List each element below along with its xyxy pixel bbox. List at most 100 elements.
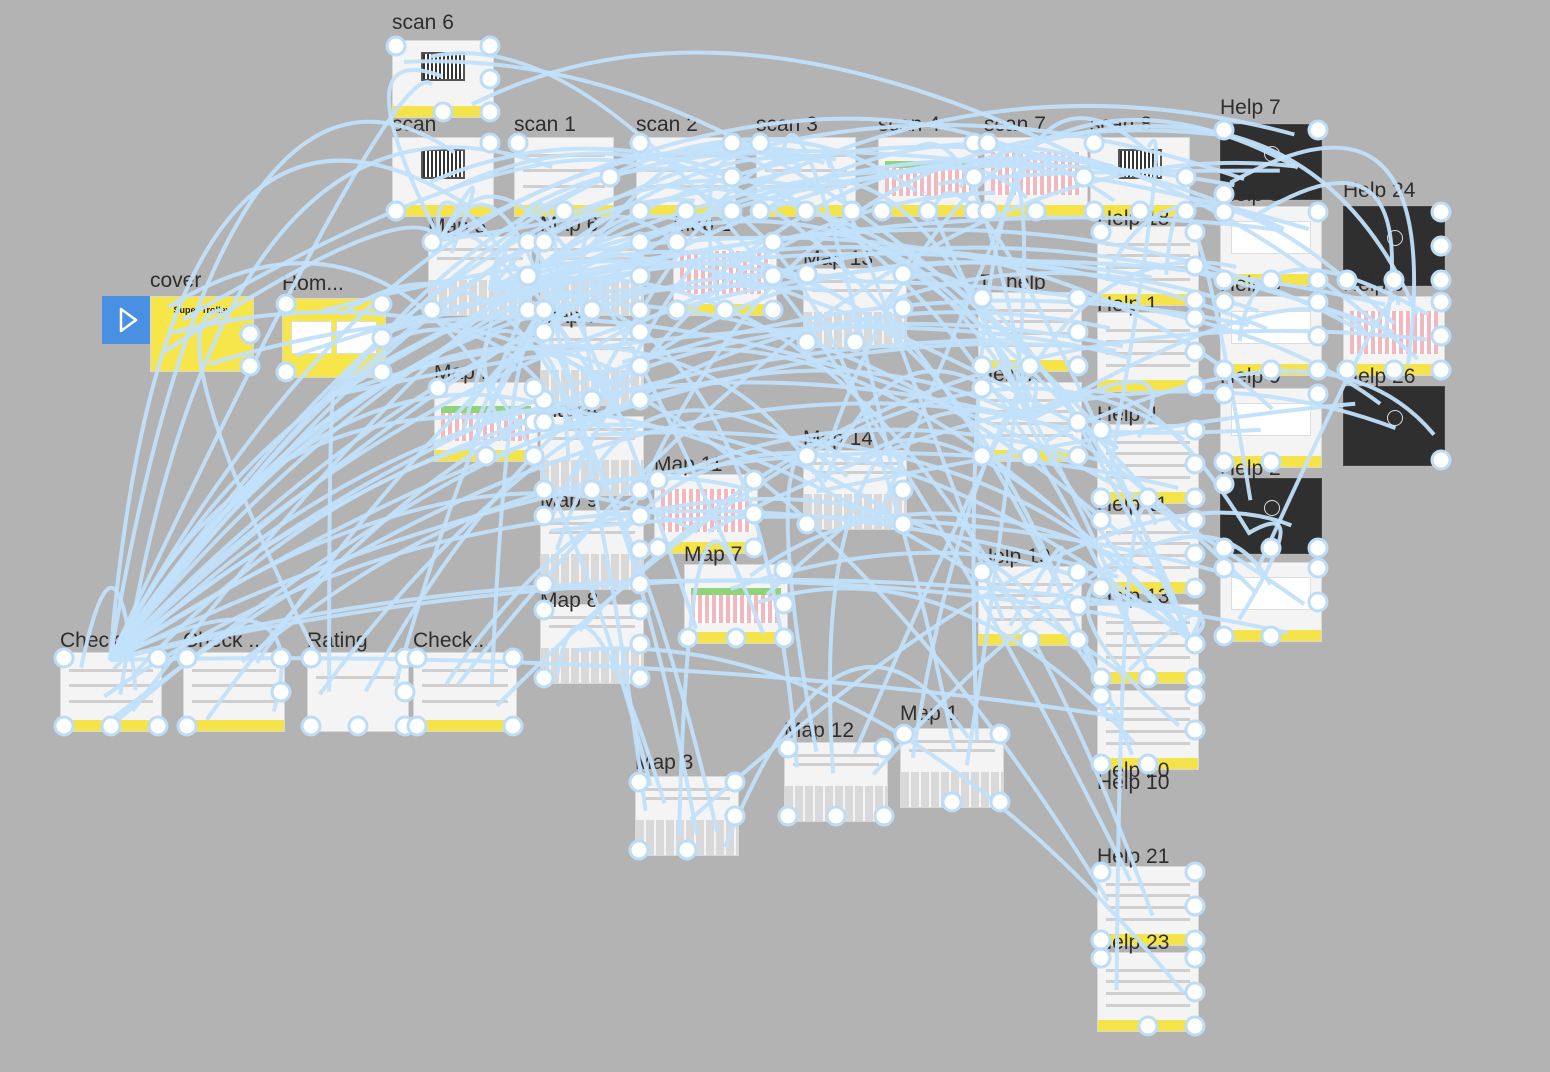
link-hotspot[interactable] [629, 299, 651, 321]
prototype-link[interactable] [957, 124, 1419, 316]
link-hotspot[interactable] [1067, 411, 1089, 433]
link-hotspot[interactable] [1184, 419, 1206, 441]
link-hotspot[interactable] [1090, 947, 1112, 969]
prototype-link[interactable] [118, 145, 553, 695]
link-hotspot[interactable] [773, 593, 795, 615]
link-hotspot[interactable] [1213, 269, 1235, 291]
link-hotspot[interactable] [892, 513, 914, 535]
link-hotspot[interactable] [677, 627, 699, 649]
link-hotspot[interactable] [721, 200, 743, 222]
link-hotspot[interactable] [1307, 537, 1329, 559]
link-hotspot[interactable] [581, 389, 603, 411]
prototype-link[interactable] [1028, 307, 1369, 422]
link-hotspot[interactable] [1137, 753, 1159, 775]
link-hotspot[interactable] [479, 101, 501, 123]
prototype-link[interactable] [439, 116, 1116, 242]
link-hotspot[interactable] [629, 667, 651, 689]
link-hotspot[interactable] [533, 411, 555, 433]
link-hotspot[interactable] [533, 505, 555, 527]
link-hotspot[interactable] [1184, 307, 1206, 329]
link-hotspot[interactable] [941, 791, 963, 813]
link-hotspot[interactable] [1019, 445, 1041, 467]
link-hotspot[interactable] [147, 647, 169, 669]
prototype-link[interactable] [528, 166, 1139, 645]
link-hotspot[interactable] [1184, 895, 1206, 917]
link-hotspot[interactable] [629, 599, 651, 621]
prototype-link[interactable] [355, 327, 719, 833]
link-hotspot[interactable] [1083, 132, 1105, 154]
link-hotspot[interactable] [1184, 375, 1206, 397]
link-hotspot[interactable] [300, 715, 322, 737]
link-hotspot[interactable] [1137, 1015, 1159, 1037]
prototype-link[interactable] [892, 271, 1260, 314]
link-hotspot[interactable] [749, 132, 771, 154]
link-hotspot[interactable] [825, 805, 847, 827]
link-hotspot[interactable] [100, 715, 122, 737]
link-hotspot[interactable] [371, 327, 393, 349]
link-hotspot[interactable] [892, 297, 914, 319]
prototype-link[interactable] [240, 475, 743, 664]
link-hotspot[interactable] [1307, 269, 1329, 291]
link-hotspot[interactable] [533, 299, 555, 321]
link-hotspot[interactable] [989, 791, 1011, 813]
link-hotspot[interactable] [1067, 321, 1089, 343]
link-hotspot[interactable] [675, 200, 697, 222]
link-hotspot[interactable] [502, 715, 524, 737]
link-hotspot[interactable] [721, 132, 743, 154]
link-hotspot[interactable] [1083, 200, 1105, 222]
link-hotspot[interactable] [796, 263, 818, 285]
link-hotspot[interactable] [989, 723, 1011, 745]
link-hotspot[interactable] [1067, 629, 1089, 651]
prototype-link[interactable] [164, 225, 442, 354]
prototype-link[interactable] [1237, 267, 1430, 342]
link-hotspot[interactable] [599, 166, 621, 188]
link-hotspot[interactable] [1213, 383, 1235, 405]
link-hotspot[interactable] [724, 805, 746, 827]
link-hotspot[interactable] [628, 771, 650, 793]
link-hotspot[interactable] [629, 633, 651, 655]
prototype-link[interactable] [621, 451, 1192, 642]
link-hotspot[interactable] [1175, 200, 1197, 222]
link-hotspot[interactable] [1430, 235, 1452, 257]
link-hotspot[interactable] [893, 723, 915, 745]
link-hotspot[interactable] [1213, 201, 1235, 223]
link-hotspot[interactable] [1213, 291, 1235, 313]
link-hotspot[interactable] [1336, 269, 1358, 291]
link-hotspot[interactable] [1184, 453, 1206, 475]
prototype-link[interactable] [473, 243, 541, 428]
link-hotspot[interactable] [1090, 685, 1112, 707]
link-hotspot[interactable] [239, 355, 261, 377]
link-hotspot[interactable] [749, 200, 771, 222]
link-hotspot[interactable] [1213, 359, 1235, 381]
link-hotspot[interactable] [917, 200, 939, 222]
link-hotspot[interactable] [743, 503, 765, 525]
link-hotspot[interactable] [971, 287, 993, 309]
link-hotspot[interactable] [479, 68, 501, 90]
prototype-link[interactable] [1237, 521, 1283, 621]
link-hotspot[interactable] [666, 299, 688, 321]
link-hotspot[interactable] [1025, 200, 1047, 222]
link-hotspot[interactable] [1184, 509, 1206, 531]
link-hotspot[interactable] [517, 265, 539, 287]
link-hotspot[interactable] [871, 200, 893, 222]
link-hotspot[interactable] [406, 647, 428, 669]
link-hotspot[interactable] [629, 505, 651, 527]
link-hotspot[interactable] [629, 479, 651, 501]
prototype-link[interactable] [922, 191, 1032, 421]
link-hotspot[interactable] [523, 377, 545, 399]
prototype-link[interactable] [108, 156, 1113, 662]
link-hotspot[interactable] [1090, 577, 1112, 599]
link-hotspot[interactable] [1067, 595, 1089, 617]
link-hotspot[interactable] [1184, 947, 1206, 969]
link-hotspot[interactable] [1184, 633, 1206, 655]
link-hotspot[interactable] [1430, 201, 1452, 223]
prototype-link[interactable] [938, 168, 1280, 187]
link-hotspot[interactable] [629, 132, 651, 154]
link-hotspot[interactable] [762, 299, 784, 321]
prototype-link[interactable] [387, 68, 443, 241]
link-hotspot[interactable] [762, 231, 784, 253]
link-hotspot[interactable] [1184, 341, 1206, 363]
link-hotspot[interactable] [796, 445, 818, 467]
prototype-link[interactable] [578, 328, 1427, 633]
